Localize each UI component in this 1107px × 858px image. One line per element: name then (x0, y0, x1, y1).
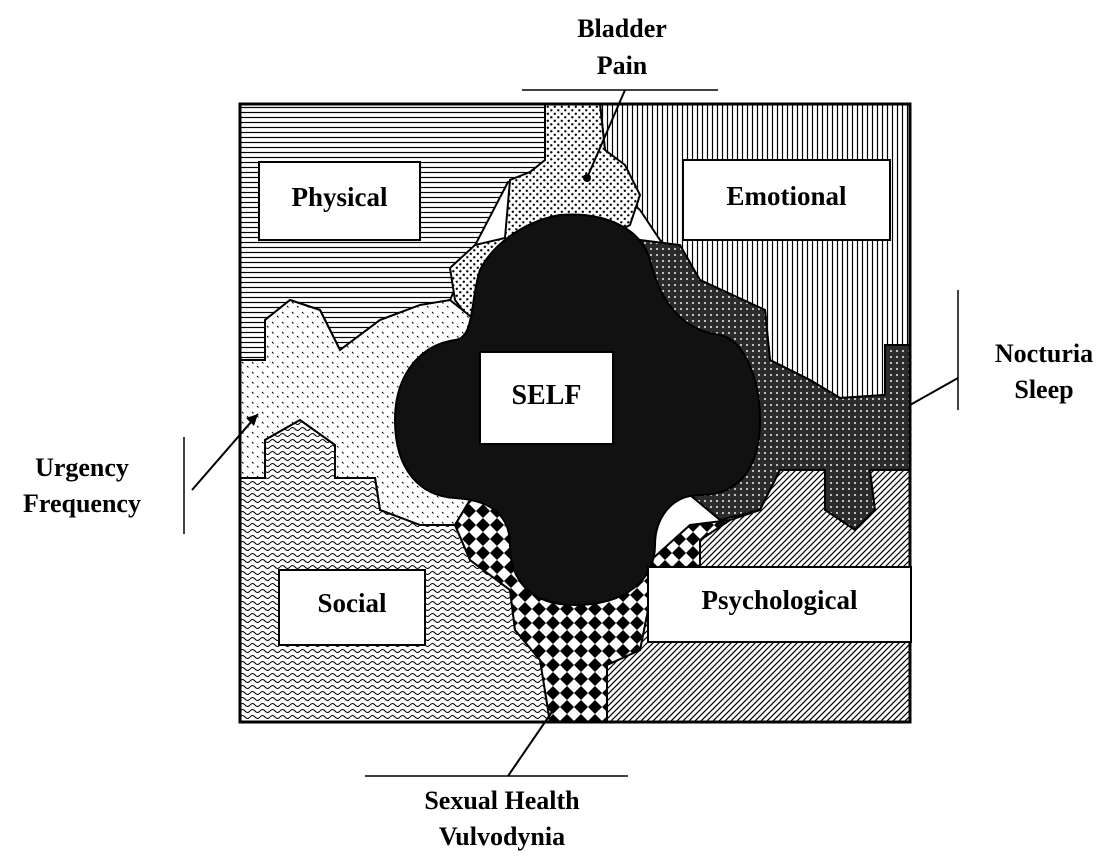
psychological-label: Psychological (702, 585, 858, 615)
pain-label: Pain (597, 51, 648, 80)
physical-label: Physical (291, 182, 388, 212)
nocturia-label: Nocturia (995, 339, 1093, 368)
urgency-label: Urgency (35, 453, 129, 482)
bladder-label: Bladder (577, 14, 667, 43)
sleep-label: Sleep (1014, 375, 1073, 404)
urgency-frequency-callout: Urgency Frequency (23, 413, 259, 534)
emotional-label-box: Emotional (682, 159, 891, 241)
sexual-health-callout: Sexual Health Vulvodynia (365, 705, 628, 851)
psychological-label-box: Psychological (647, 566, 912, 643)
emotional-label: Emotional (726, 181, 847, 211)
vulvodynia-label: Vulvodynia (439, 822, 565, 851)
frequency-label: Frequency (23, 489, 141, 518)
sexual-health-label: Sexual Health (424, 786, 580, 815)
physical-label-box: Physical (258, 161, 421, 241)
bladder-pain-callout: Bladder Pain (522, 14, 718, 182)
nocturia-sleep-callout: Nocturia Sleep (909, 290, 1093, 410)
diagram-frame (238, 102, 912, 724)
social-label-box: Social (278, 569, 426, 646)
self-label-box: SELF (479, 351, 614, 445)
social-label: Social (317, 588, 387, 618)
self-label: SELF (511, 380, 581, 411)
